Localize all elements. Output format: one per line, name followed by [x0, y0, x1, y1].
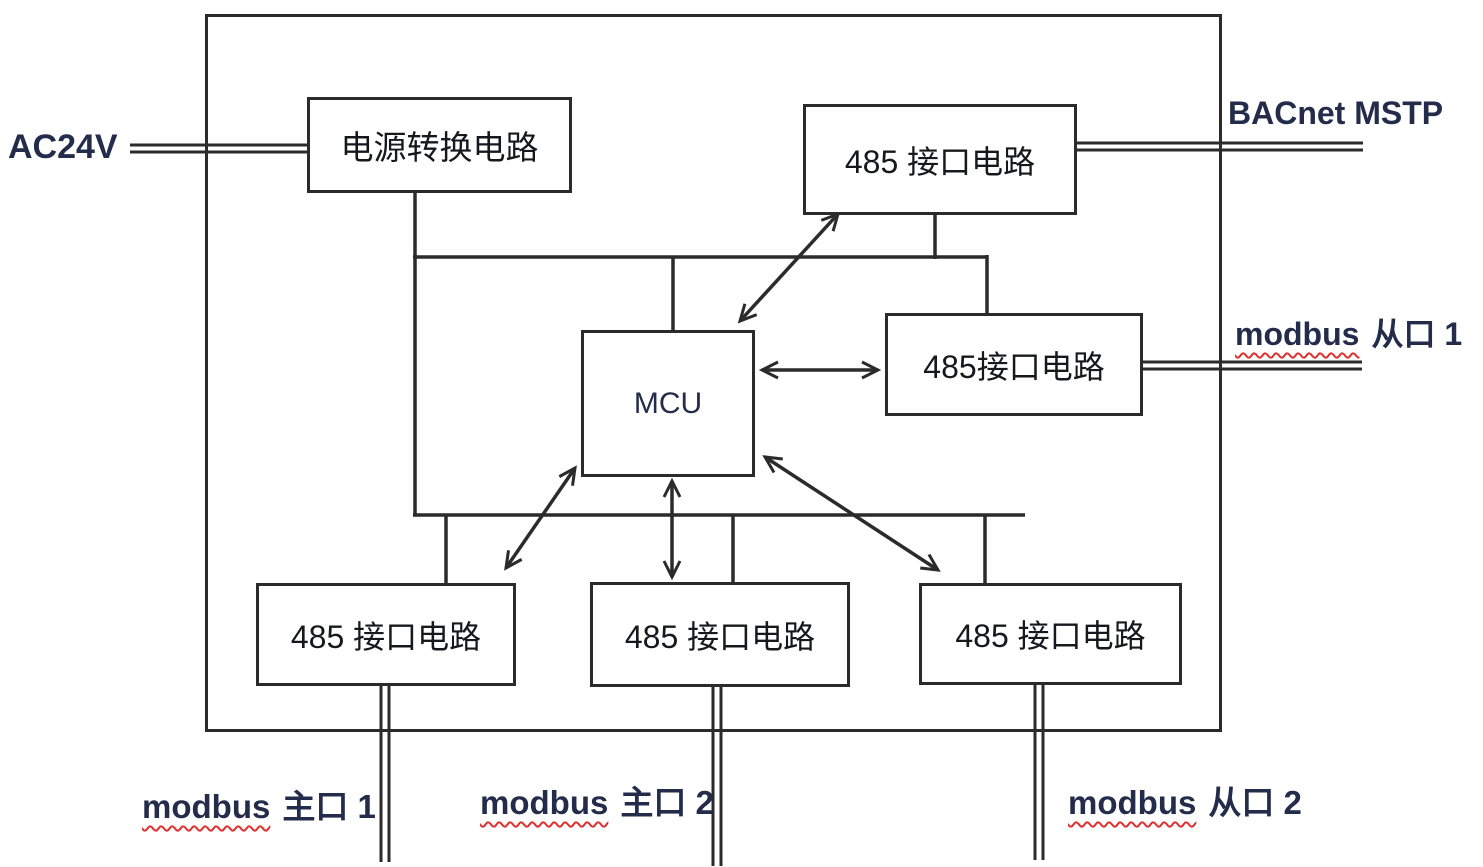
slave-port-1-word: 从口 1: [1371, 316, 1463, 352]
rs485-interface-label: 485接口电路: [923, 348, 1105, 385]
modbus-word: modbus: [480, 784, 609, 821]
mcu-data-arrows: [506, 214, 938, 577]
master-port-1-word: 主口 1: [282, 788, 376, 825]
rs485-interface-label: 485 接口电路: [290, 618, 482, 655]
modbus-word: modbus: [1068, 784, 1197, 821]
modbus-word: modbus: [1235, 316, 1360, 352]
master-port-2-word: 主口 2: [620, 784, 714, 821]
ac24v-double-line: [130, 143, 307, 154]
ac24v-port-label: AC24V: [8, 128, 118, 167]
modbus-master1-double-line: [379, 686, 391, 862]
mcu-label: MCU: [633, 386, 703, 420]
bacnet-mstp-text: BACnet MSTP: [1228, 95, 1444, 131]
modbus-master2-double-line: [711, 687, 723, 866]
ac24v-text: AC24V: [8, 128, 118, 166]
power-conversion-circuit-block: 电源转换电路: [307, 97, 572, 193]
rs485-interface-block-modbus-slave2: 485 接口电路: [919, 583, 1182, 685]
bacnet-mstp-port-label: BACnet MSTP: [1228, 95, 1443, 132]
rs485-interface-label: 485 接口电路: [844, 143, 1036, 180]
modbus-master1-port-label: modbus 主口 1: [142, 780, 376, 828]
rs485-interface-block-modbus-master1: 485 接口电路: [256, 583, 516, 686]
modbus-slave2-port-label: modbus 从口 2: [1068, 776, 1302, 824]
mcu-block: MCU: [581, 330, 755, 477]
rs485-interface-label: 485 接口电路: [955, 618, 1146, 654]
modbus-slave1-port-label: modbus 从口 1: [1235, 309, 1462, 355]
power-conversion-circuit-label: 电源转换电路: [340, 129, 539, 166]
rs485-interface-block-bacnet: 485 接口电路: [803, 104, 1077, 215]
rs485-interface-block-modbus-master2: 485 接口电路: [590, 582, 850, 687]
modbus-master2-port-label: modbus 主口 2: [480, 776, 714, 824]
rs485-interface-label: 485 接口电路: [624, 618, 816, 655]
modbus-word: modbus: [142, 788, 271, 825]
bacnet-mstp-double-line: [1077, 141, 1363, 152]
modbus-slave2-double-line: [1033, 685, 1045, 860]
slave-port-2-word: 从口 2: [1208, 784, 1302, 821]
rs485-interface-block-modbus-slave1: 485接口电路: [885, 313, 1143, 416]
modbus-slave1-double-line: [1143, 360, 1362, 371]
